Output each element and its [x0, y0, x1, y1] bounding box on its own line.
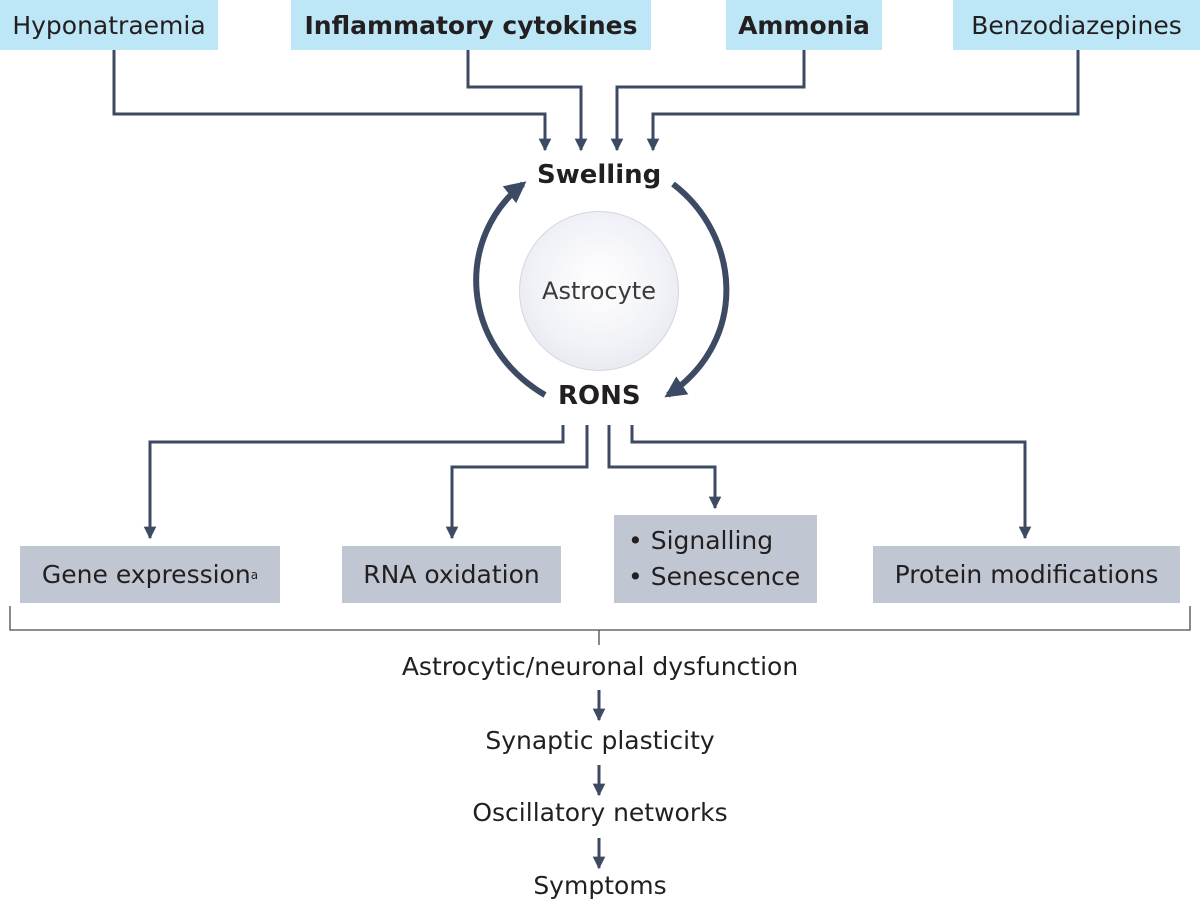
arrow-cytokines-to-swelling	[466, 50, 588, 152]
outcome-signalling-senescence: • Signalling • Senescence	[614, 515, 817, 603]
cycle-arrow-rons-to-swelling	[473, 181, 547, 398]
input-benzodiazepines-label: Benzodiazepines	[971, 10, 1182, 40]
cascade-symptoms: Symptoms	[533, 871, 667, 900]
input-ammonia-label: Ammonia	[738, 10, 870, 40]
arrow-rons-to-signalling	[607, 425, 722, 510]
input-benzodiazepines: Benzodiazepines	[953, 0, 1200, 50]
input-inflammatory-cytokines-label: Inflammatory cytokines	[304, 10, 638, 40]
cascade-oscillatory-networks: Oscillatory networks	[472, 798, 728, 827]
protein-modifications-label: Protein modifications	[894, 560, 1159, 589]
arrow-rons-to-rna-oxidation	[445, 425, 589, 540]
signalling-label: Signalling	[650, 526, 774, 555]
arrow-benzodiazepines-to-swelling	[646, 50, 1080, 152]
list-item-signalling: • Signalling	[628, 523, 773, 559]
rna-oxidation-label: RNA oxidation	[363, 560, 540, 589]
senescence-label: Senescence	[650, 562, 801, 591]
arrow-hyponatraemia-to-swelling	[112, 50, 552, 152]
grouping-bracket	[9, 606, 1191, 631]
arrow-rons-to-gene-expression	[143, 425, 565, 540]
bullet-signalling: •	[628, 526, 643, 555]
arrow-ammonia-to-swelling	[610, 50, 806, 152]
gene-expression-label: Gene expression	[41, 560, 251, 589]
bullet-senescence: •	[628, 562, 643, 591]
input-ammonia: Ammonia	[726, 0, 882, 50]
outcome-protein-modifications: Protein modifications	[873, 546, 1180, 603]
input-inflammatory-cytokines: Inflammatory cytokines	[291, 0, 651, 50]
cascade-dysfunction: Astrocytic/neuronal dysfunction	[401, 652, 799, 681]
arrow-rons-to-protein-modifications	[630, 425, 1032, 540]
list-item-senescence: • Senescence	[628, 559, 800, 595]
gene-expression-footnote: a	[250, 567, 259, 582]
cycle-arrow-swelling-to-rons	[664, 181, 730, 398]
rons-label: RONS	[558, 381, 641, 411]
swelling-label: Swelling	[537, 160, 662, 190]
astrocyte-label: Astrocyte	[542, 277, 656, 305]
outcome-rna-oxidation: RNA oxidation	[342, 546, 561, 603]
input-hyponatraemia-label: Hyponatraemia	[12, 10, 206, 40]
cascade-synaptic-plasticity: Synaptic plasticity	[485, 726, 715, 755]
astrocyte-cell: Astrocyte	[519, 211, 679, 371]
input-hyponatraemia: Hyponatraemia	[0, 0, 218, 50]
